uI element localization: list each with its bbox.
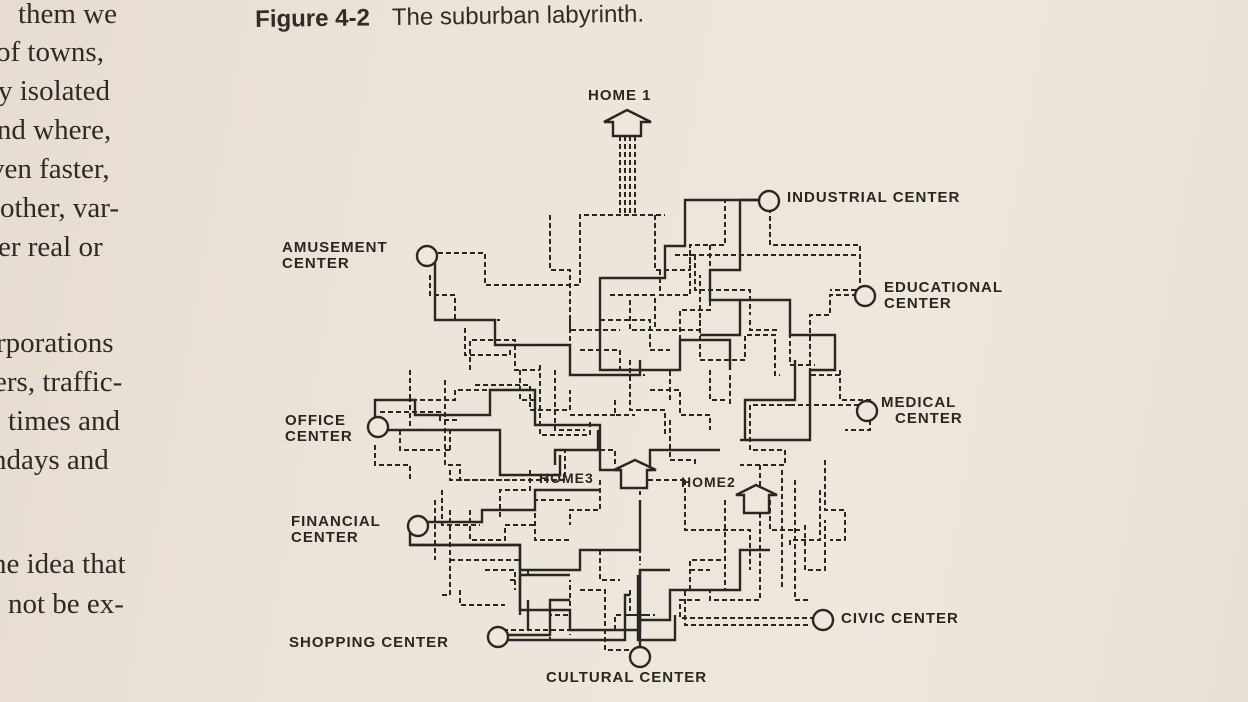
text-line: er real or — [0, 231, 103, 263]
amusement-center-label-line2: CENTER — [282, 255, 350, 272]
text-line: ndays and — [0, 444, 109, 476]
text-line: and where, — [0, 114, 112, 146]
civic-center-label: CIVIC CENTER — [841, 610, 959, 627]
office-center-label: OFFICE CENTER — [285, 413, 353, 445]
figure-number: Figure 4-2 — [255, 4, 371, 33]
text-line: them we — [18, 0, 118, 30]
financial-center-label-line1: FINANCIAL — [291, 513, 381, 530]
amusement-center-label-line1: AMUSEMENT — [282, 239, 388, 256]
office-center-circle — [366, 415, 390, 439]
home2-icon — [735, 483, 778, 515]
text-line: not be ex- — [8, 588, 124, 620]
dashed-routes — [374, 199, 871, 651]
office-center-label-line2: CENTER — [285, 428, 353, 445]
shopping-center-circle — [486, 625, 510, 649]
industrial-center-circle — [757, 189, 781, 213]
financial-center-label: FINANCIAL CENTER — [291, 514, 381, 546]
home3-icon — [613, 458, 657, 490]
office-center-label-line1: OFFICE — [285, 412, 346, 429]
educational-center-circle — [853, 284, 877, 308]
cultural-center-circle — [628, 645, 652, 669]
medical-center-label-line2: CENTER — [895, 410, 963, 427]
figure-caption: Figure 4-2 The suburban labyrinth. — [255, 1, 644, 34]
educational-center-label-line1: EDUCATIONAL — [884, 279, 1004, 296]
amusement-center-label: AMUSEMENT CENTER — [282, 240, 388, 272]
home2-label: HOME2 — [681, 474, 736, 490]
text-line: ven faster, — [0, 153, 110, 185]
home1-label: HOME 1 — [588, 87, 652, 104]
shopping-center-label: SHOPPING CENTER — [289, 634, 450, 651]
financial-center-label-line2: CENTER — [291, 529, 359, 546]
left-text-column: them we of towns, y isolated and where, … — [0, 0, 200, 702]
educational-center-label-line2: CENTER — [884, 295, 952, 312]
text-line: ers, traffic- — [0, 366, 123, 398]
text-line: ne idea that — [0, 548, 126, 580]
cultural-center-label: CULTURAL CENTER — [546, 669, 708, 686]
text-line: other, var- — [0, 192, 120, 224]
text-line: y isolated — [0, 75, 110, 107]
labyrinth-diagram — [366, 108, 879, 669]
figure-title: The suburban labyrinth. — [391, 0, 645, 32]
financial-center-circle — [406, 514, 430, 538]
home1-connector — [619, 136, 636, 215]
medical-center-label: MEDICAL CENTER — [881, 395, 963, 427]
home3-label: HOME3 — [539, 470, 594, 486]
medical-center-label-line1: MEDICAL — [881, 394, 957, 411]
amusement-center-circle — [415, 244, 439, 268]
medical-center-circle — [855, 399, 879, 423]
civic-center-circle — [811, 608, 835, 632]
industrial-center-label: INDUSTRIAL CENTER — [787, 189, 961, 206]
educational-center-label: EDUCATIONAL CENTER — [884, 280, 1003, 312]
home1-icon — [603, 108, 652, 138]
text-line: of towns, — [0, 36, 104, 68]
solid-routes — [373, 198, 837, 657]
text-line: rporations — [0, 327, 114, 359]
text-line: times and — [8, 405, 120, 437]
